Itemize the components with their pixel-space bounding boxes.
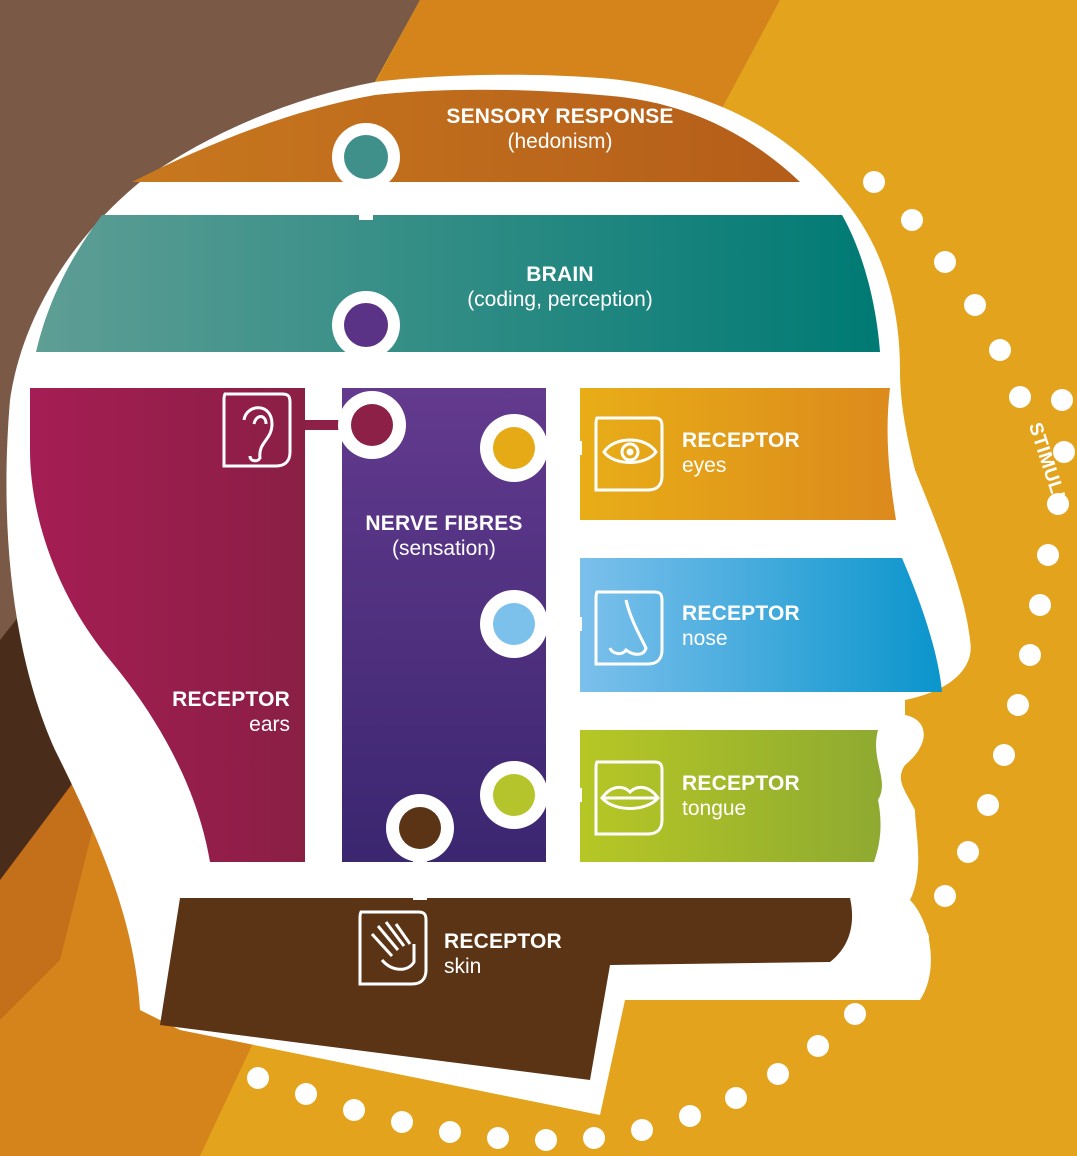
brain-band: [36, 215, 880, 352]
receptor-skin-subtitle: skin: [444, 954, 482, 978]
connectors: [332, 123, 400, 390]
receptor-connectors: [305, 391, 582, 900]
receptor-eyes-subtitle: eyes: [682, 453, 727, 477]
brain-label: BRAIN (coding, perception): [420, 263, 700, 313]
receptor-nose-subtitle: nose: [682, 626, 728, 650]
brain-title: BRAIN: [526, 263, 594, 286]
nerve-fibres-title: NERVE FIBRES: [365, 512, 523, 535]
sensory-response-subtitle: (hedonism): [507, 129, 613, 153]
receptor-nose-title: RECEPTOR: [682, 602, 800, 625]
brain-subtitle: (coding, perception): [467, 287, 653, 311]
receptor-ears-subtitle: ears: [249, 712, 290, 736]
background-stripe-brown: [0, 0, 420, 780]
sensory-response-band: [132, 89, 800, 182]
receptor-tongue-subtitle: tongue: [682, 796, 747, 820]
skin-block: [160, 898, 853, 1080]
ear-icon: [222, 392, 292, 468]
sensory-response-title: SENSORY RESPONSE: [446, 105, 674, 128]
receptor-skin-label: RECEPTOR skin: [444, 930, 644, 980]
sensory-response-label: SENSORY RESPONSE (hedonism): [400, 105, 720, 155]
lips-icon: [594, 760, 664, 836]
hand-icon: [358, 910, 428, 986]
stimuli-dots: [247, 171, 1075, 1151]
receptor-skin-title: RECEPTOR: [444, 930, 562, 953]
nose-icon: [594, 590, 664, 666]
receptor-tongue-title: RECEPTOR: [682, 772, 800, 795]
receptor-ears-title: RECEPTOR: [172, 688, 290, 711]
receptor-tongue-label: RECEPTOR tongue: [682, 772, 862, 822]
ears-block: [30, 388, 305, 862]
receptor-nose-label: RECEPTOR nose: [682, 602, 862, 652]
nose-block: [580, 558, 942, 692]
nerve-fibres-subtitle: (sensation): [392, 536, 496, 560]
receptor-eyes-label: RECEPTOR eyes: [682, 429, 862, 479]
eye-icon: [594, 416, 664, 492]
nerve-fibres-label: NERVE FIBRES (sensation): [344, 512, 544, 562]
receptor-eyes-title: RECEPTOR: [682, 429, 800, 452]
receptor-ears-label: RECEPTOR ears: [120, 688, 290, 738]
